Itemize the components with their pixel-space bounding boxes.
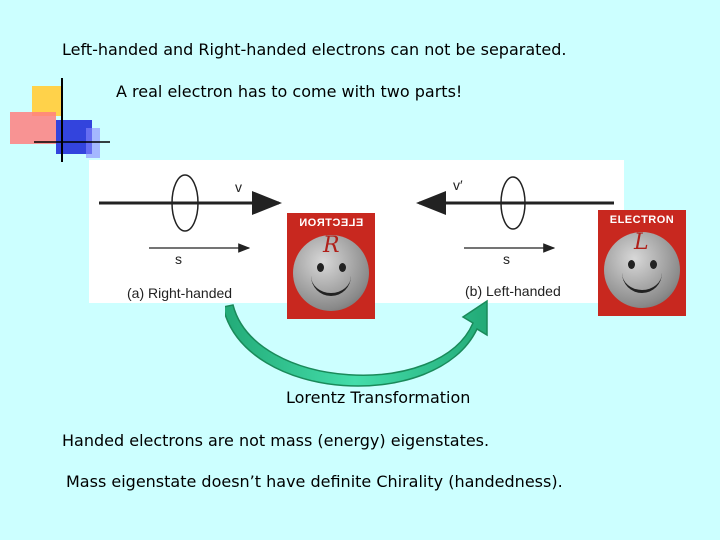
body-line-2: Mass eigenstate doesn’t have definite Ch… (66, 472, 563, 491)
velocity-label-right: v (235, 179, 242, 195)
slide-title: Left-handed and Right-handed electrons c… (62, 40, 567, 59)
spin-label-right: s (175, 251, 182, 267)
handedness-letter: L (634, 230, 649, 255)
left-handed-diagram: v′ s (b) Left-handed (419, 177, 614, 299)
decorative-squares (0, 70, 110, 170)
handedness-letter: R (323, 233, 340, 258)
badge-label: ELECTRON (287, 217, 375, 229)
electron-badge-left: ELECTRON L (598, 210, 686, 316)
spin-label-left: s (503, 251, 510, 267)
right-handed-diagram: v s (a) Right-handed (99, 175, 279, 301)
body-line-1: Handed electrons are not mass (energy) e… (62, 431, 489, 450)
slide-subtitle: A real electron has to come with two par… (116, 82, 462, 101)
velocity-label-left: v′ (453, 177, 463, 193)
caption-right-handed: (a) Right-handed (127, 285, 232, 301)
lorentz-label: Lorentz Transformation (286, 388, 470, 407)
badge-label: ELECTRON (598, 214, 686, 226)
lorentz-arrow-icon (225, 295, 495, 390)
